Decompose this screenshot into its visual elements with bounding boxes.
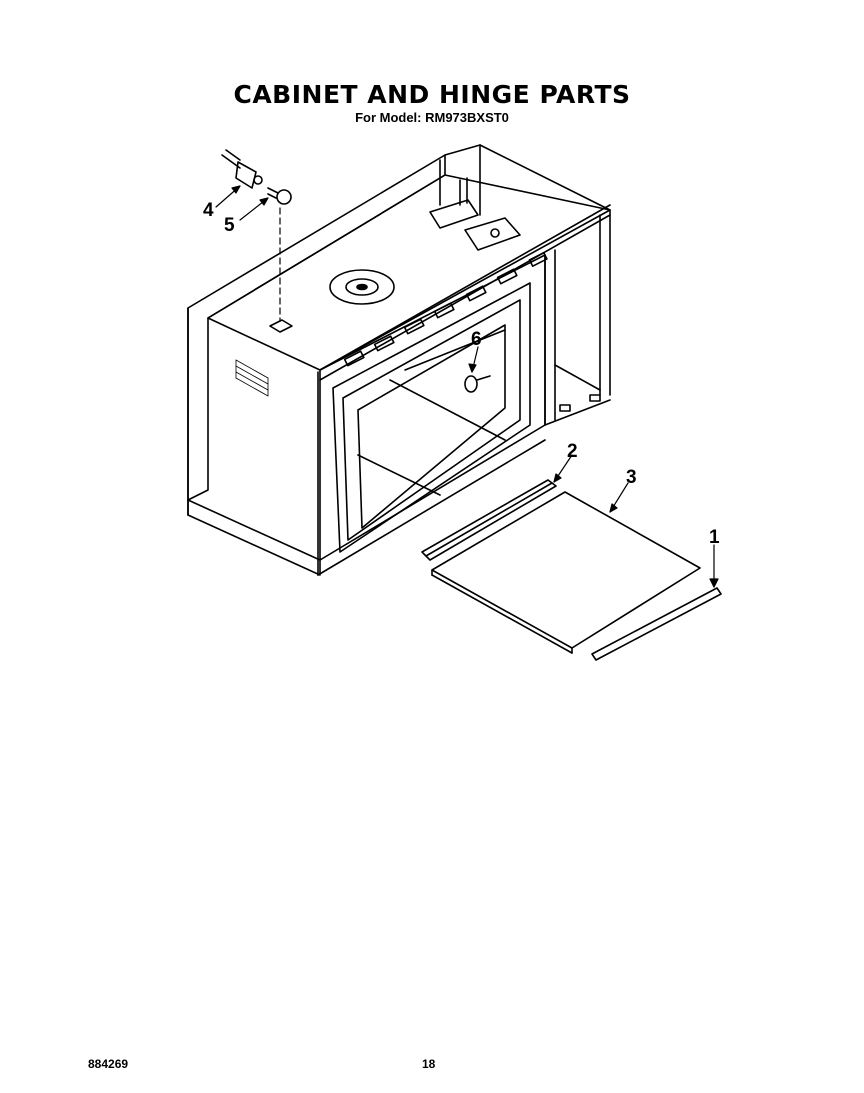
callout-1: 1: [709, 527, 720, 548]
trim-strip-part-1: [591, 587, 722, 661]
floor-plate-part-3: [431, 491, 701, 654]
callout-3: 3: [626, 467, 637, 488]
light-bulb-part: [267, 187, 292, 321]
page-number: 18: [422, 1057, 436, 1071]
lamp-socket-part: [221, 149, 263, 189]
callout-leaders: [215, 185, 719, 588]
callout-2: 2: [567, 441, 578, 462]
callout-6: 6: [471, 329, 482, 350]
trim-strip-part-2: [421, 479, 557, 561]
page-title: CABINET AND HINGE PARTS: [233, 80, 631, 109]
callout-4: 4: [203, 200, 214, 221]
callout-5: 5: [224, 215, 235, 236]
knob-part: [464, 375, 491, 393]
document-number: 884269: [88, 1057, 129, 1071]
model-subtitle: For Model: RM973BXST0: [355, 110, 509, 125]
cabinet-shell: [187, 144, 611, 576]
